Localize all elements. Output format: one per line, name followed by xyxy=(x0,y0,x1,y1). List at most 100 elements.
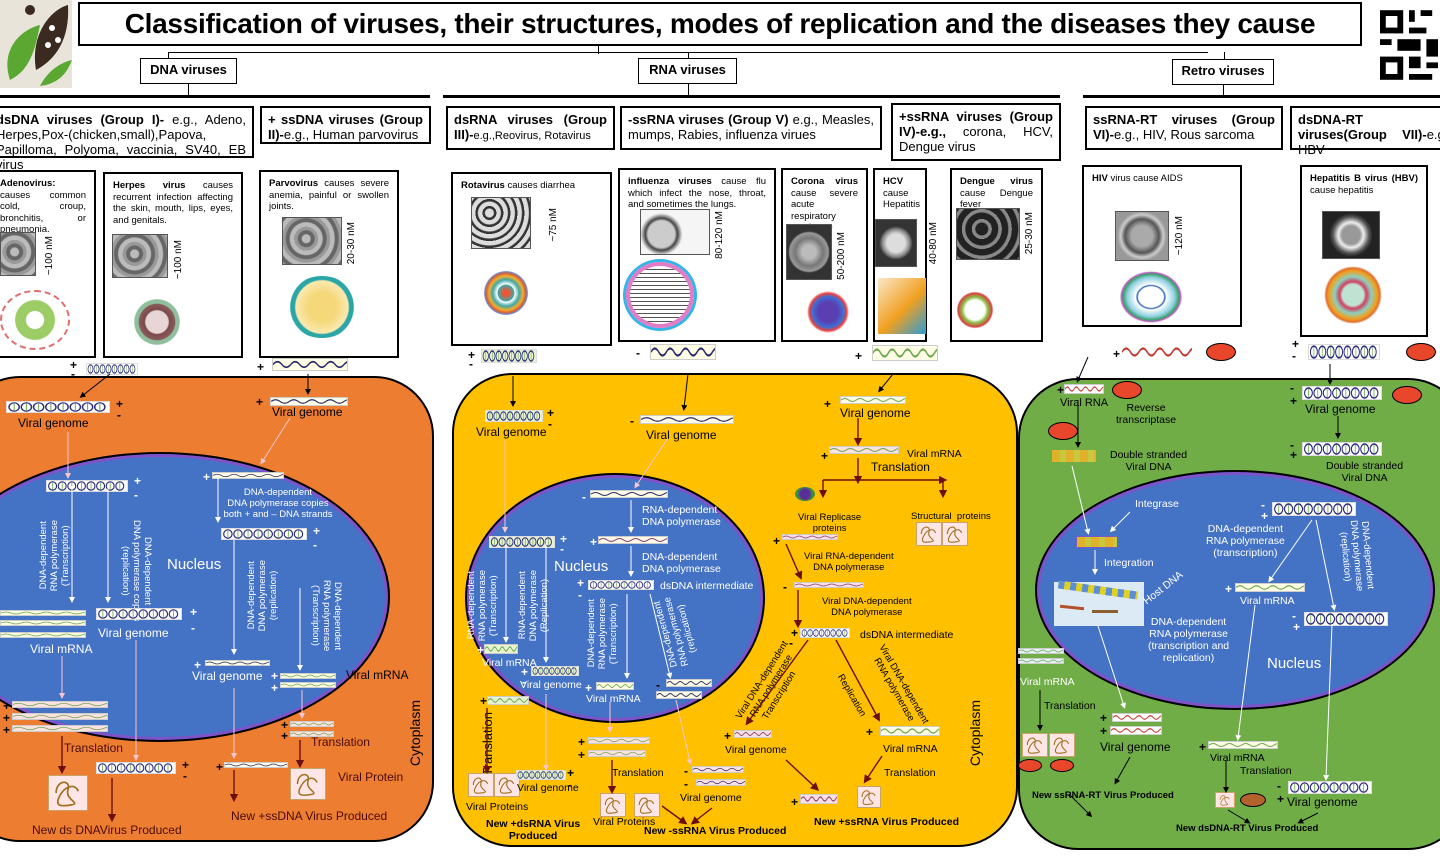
minus-sign: - xyxy=(1292,349,1296,363)
logo xyxy=(0,0,72,88)
new-pos-ssrna-virus-label: New +ssRNA Virus Produced xyxy=(814,816,960,828)
qr-code[interactable] xyxy=(1380,4,1438,86)
plus-sign: + xyxy=(281,729,289,743)
pos-strand-icon xyxy=(734,730,772,738)
enzyme-label: DNA-dependent RNA polymerase (Transcript… xyxy=(310,580,343,652)
plus-sign: + xyxy=(824,397,832,411)
viral-proteins-label: Viral Proteins xyxy=(593,816,656,828)
dsdna-icon xyxy=(96,608,182,620)
diagram-parvovirus xyxy=(286,276,358,338)
plus-sign: + xyxy=(1113,347,1121,361)
new-ssrna-rt-virus-label: New ssRNA-RT Virus Produced xyxy=(1032,790,1174,801)
viral-rna-icon xyxy=(1064,384,1104,394)
ds-viral-dna-icon xyxy=(1052,450,1096,462)
minus-sign: - xyxy=(1261,498,1265,512)
group-ii-box: + ssDNA viruses (Group II)-e.g., Human p… xyxy=(260,106,431,144)
mrna-strand-icon xyxy=(1235,583,1305,592)
reverse-transcriptase-icon xyxy=(1112,381,1142,399)
group-examples: e.g., Adeno, Herpes,Pox-(chicken,small),… xyxy=(0,112,246,172)
nucleus-label: Nucleus xyxy=(554,558,609,575)
connector xyxy=(168,52,169,60)
ssrna-rt-strand-icon xyxy=(1122,345,1192,359)
dsdna-rt-icon xyxy=(1308,344,1380,360)
plus-sign: + xyxy=(773,534,781,548)
reverse-transcriptase-icon xyxy=(1048,422,1078,440)
translation-label: Translation xyxy=(1044,700,1096,712)
virus-name: influenza viruses xyxy=(628,176,712,187)
minus-sign: - xyxy=(582,490,586,504)
plus-sign: + xyxy=(1225,582,1233,596)
size-label: ~100 nM xyxy=(173,240,184,280)
new-neg-ssrna-virus-label: New -ssRNA Virus Produced xyxy=(644,825,787,837)
plus-sign: + xyxy=(257,360,265,374)
group-v-box: -ssRNA viruses (Group V) e.g., Measles, … xyxy=(620,106,882,150)
translation-label: Translation xyxy=(1240,765,1292,777)
mrna-strand-icon xyxy=(880,726,940,736)
ssdna-strand-icon xyxy=(270,397,348,406)
minus-sign: - xyxy=(684,764,688,778)
protein-icon xyxy=(634,793,660,817)
plus-sign: + xyxy=(724,729,732,743)
virus-name: Hepatitis B virus (HBV) xyxy=(1310,173,1418,184)
translation-label: Translation xyxy=(871,460,930,474)
plus-sign: + xyxy=(1293,620,1301,634)
diagram-corona xyxy=(804,288,852,336)
minus-sign: - xyxy=(522,675,526,689)
protein-icon xyxy=(48,775,88,811)
neg-ssrna-strand-icon xyxy=(666,679,712,687)
structural-proteins-label: Structural proteins xyxy=(911,511,991,522)
enzyme-label: RNA-dependent RNA polymerase (Transcript… xyxy=(466,570,499,642)
plus-sign: + xyxy=(567,766,575,780)
connector xyxy=(1224,52,1225,60)
dsdna-icon xyxy=(1288,781,1372,794)
plus-sign: + xyxy=(1100,724,1108,738)
viral-proteins-label: Viral Proteins xyxy=(466,801,529,813)
size-label: 20-30 nM xyxy=(346,222,357,265)
group-heading: dsDNA viruses (Group I)- xyxy=(0,112,165,127)
diagram-rotavirus xyxy=(474,262,538,324)
viral-genome-label: Viral genome xyxy=(98,626,169,640)
minus-sign: - xyxy=(783,580,787,594)
reverse-transcriptase-icon xyxy=(1018,759,1042,772)
plus-sign: + xyxy=(3,723,11,737)
cytoplasm-label: Cytoplasm xyxy=(967,700,983,767)
viral-mrna-label: Viral mRNA xyxy=(30,642,93,656)
polymerase-icon xyxy=(1392,386,1422,404)
pos-strand-icon xyxy=(800,794,838,804)
dsdna-icon xyxy=(1272,502,1356,516)
virus-disease: causes recurrent infection affecting the… xyxy=(113,180,233,226)
virus-name: Herpes virus xyxy=(113,180,186,191)
micrograph-herpes xyxy=(112,234,168,278)
enzyme-label: DNA-dependent DNA polymerase copies (rep… xyxy=(120,520,153,621)
virus-name: Adenovirus: xyxy=(0,178,56,189)
protein-icon xyxy=(1022,733,1048,757)
virus-disease: cause Hepatitis xyxy=(883,187,920,211)
minus-sign: - xyxy=(1292,609,1296,623)
micrograph-parvovirus xyxy=(282,217,342,265)
plus-sign: + xyxy=(3,699,11,713)
diagram-dengue xyxy=(955,290,995,330)
plus-sign: + xyxy=(521,665,529,679)
plus-sign: + xyxy=(866,725,874,739)
mrna-strand-icon xyxy=(290,721,334,727)
plus-sign: + xyxy=(116,397,124,411)
mrna-strand-icon xyxy=(1208,741,1278,749)
group-heading: dsDNA-RT viruses(Group VII)- xyxy=(1298,112,1427,142)
enzyme-label: RNA-dependent DNA polymerase xyxy=(642,504,721,528)
plus-sign: + xyxy=(3,711,11,725)
micrograph-hiv xyxy=(1115,211,1169,261)
group-examples: e.g., Human parvovirus xyxy=(283,127,419,142)
viral-genome-label: Viral genome xyxy=(840,406,911,420)
group-iv-box: +ssRNA viruses (Group IV)-e.g., corona, … xyxy=(891,103,1061,161)
rna-genome-strand-icon xyxy=(1112,713,1162,722)
plus-sign: + xyxy=(477,643,485,657)
plus-sign: + xyxy=(194,658,202,672)
minus-sign: - xyxy=(578,588,582,602)
virus-disease: cause Dengue fever xyxy=(960,187,1033,211)
enzyme-label: DNA-dependent DNA polymerase (replicatio… xyxy=(1337,519,1376,592)
new-dsdna-rt-virus-label: New dsDNA-RT Virus Produced xyxy=(1176,823,1319,834)
integrase-label: Integrase xyxy=(1135,498,1179,510)
minus-sign: - xyxy=(469,357,473,371)
nucleus-rna xyxy=(465,473,765,723)
dsrna-icon xyxy=(485,410,543,422)
